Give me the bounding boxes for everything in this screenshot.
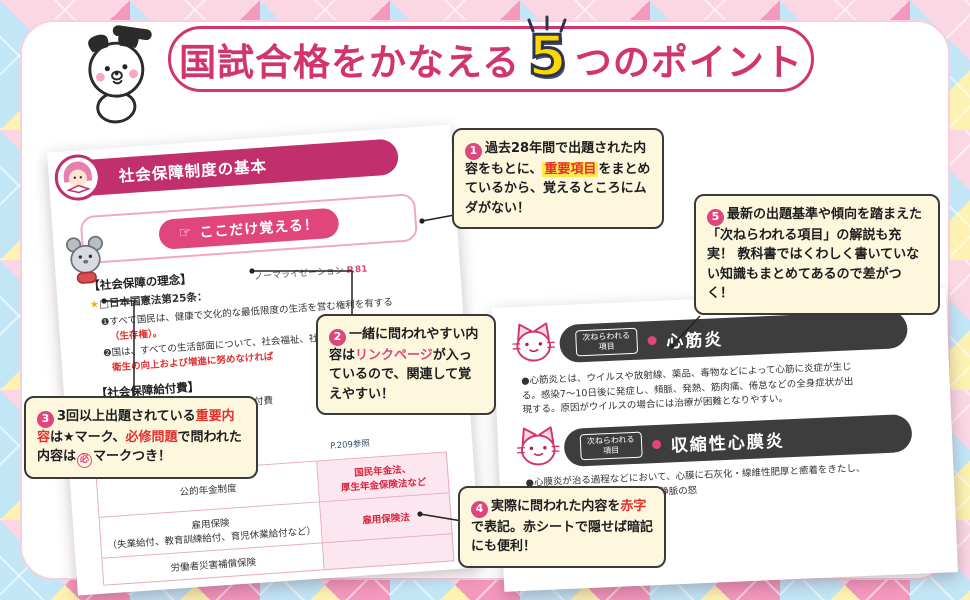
- callout-text: 最新の出題基準や傾向を踏まえた: [727, 207, 923, 222]
- key-point-label: ここだけ覚える！: [198, 216, 320, 242]
- callout-text: で問われた内容は: [37, 429, 242, 465]
- body-line-red: （生存権）。: [109, 328, 163, 343]
- callout-text: 一緒に問われやすい内容は: [329, 327, 479, 363]
- topic-body: ●心筋炎とは、ウイルスや放射線、薬品、毒物などによって心筋に炎症が生じ る。感染…: [521, 361, 854, 417]
- page-mascot-icon: [53, 152, 103, 203]
- callout-text: 過去28年間で出題された内容をもとに、: [465, 141, 647, 177]
- callout-text: 3回以上出題されている: [57, 409, 196, 424]
- red-term: 必修問題: [125, 429, 178, 445]
- hisshu-mark-icon: 必: [77, 452, 93, 468]
- callout-text: で表記。赤シートで隠せば暗記にも便利！: [471, 519, 654, 555]
- topic-title: 心筋炎: [665, 329, 724, 352]
- right-sample-page: 次ねらわれる 項目 心筋炎 ●心筋炎とは、ウイルスや放射線、薬品、毒物などによっ…: [492, 288, 958, 592]
- next-target-banner: 次ねらわれる 項目 収縮性心膜炎: [563, 413, 913, 468]
- point-number-badge: 2: [329, 328, 346, 346]
- link-page-reference: ノーマライゼーション P.81: [254, 262, 368, 283]
- key-point-banner: ☞ ここだけ覚える！: [157, 207, 340, 250]
- title-prefix: 国試合格をかなえる: [179, 41, 520, 84]
- callout-text: が入っているので、関連して覚えやすい！: [329, 347, 472, 402]
- point-number-badge: 3: [37, 410, 54, 428]
- quoted-term: 「次ねらわれる項目」: [707, 227, 837, 243]
- key-point-box: ☞ ここだけ覚える！: [79, 193, 419, 265]
- cat-mascot-icon: [509, 317, 559, 367]
- topic-title: 収縮性心膜炎: [670, 430, 786, 456]
- callout-text: マークつき！: [93, 449, 172, 465]
- reference-label: ノーマライゼーション: [253, 266, 345, 283]
- reference-page-number: P.81: [346, 264, 368, 277]
- title-banner: 国試合格をかなえる 5 つのポイント: [168, 15, 814, 92]
- point-number-badge: 1: [465, 142, 482, 160]
- next-target-banner: 次ねらわれる 項目 心筋炎: [558, 309, 909, 364]
- title-suffix: つのポイント: [574, 41, 803, 84]
- pointing-hand-icon: ☞: [178, 224, 193, 242]
- pink-dot-icon: [646, 335, 657, 345]
- mouse-mascot-icon: [63, 231, 109, 288]
- link-term: リンクページ: [355, 347, 433, 363]
- pink-dot-icon: [651, 439, 661, 449]
- highlighted-term: 重要項目: [542, 161, 599, 177]
- callout-text: 実際に問われた内容を: [491, 499, 621, 514]
- callout-text: は★マーク、: [50, 429, 126, 445]
- title-number: 5: [526, 24, 568, 89]
- sparkle-icon: [527, 15, 567, 33]
- next-target-label: 次ねらわれる 項目: [575, 327, 638, 357]
- table-page-reference: P.209参照: [329, 438, 371, 452]
- left-sample-page: 社会保障制度の基本 ☞ ここだけ覚える！ 【社会保障の理念】 ノーマライゼーショ…: [47, 124, 481, 596]
- page-title: 社会保障制度の基本: [61, 138, 400, 198]
- callout-text: をまとめているから、覚えるところにムダがない！: [465, 161, 651, 216]
- point-number-badge: 4: [471, 500, 488, 518]
- red-term: 赤字: [620, 499, 647, 514]
- title-number-wrap: 5: [526, 15, 568, 87]
- cat-mascot-icon: [513, 421, 563, 471]
- dog-mascot-icon: [63, 19, 171, 133]
- callout-text: の解説も充実！ 教科書ではくわしく書いていない知識もまとめてあるので差がつく！: [707, 227, 920, 302]
- point-number-badge: 5: [707, 208, 724, 226]
- red-term: 重要内容: [37, 409, 235, 445]
- next-target-label: 次ねらわれる 項目: [579, 431, 643, 461]
